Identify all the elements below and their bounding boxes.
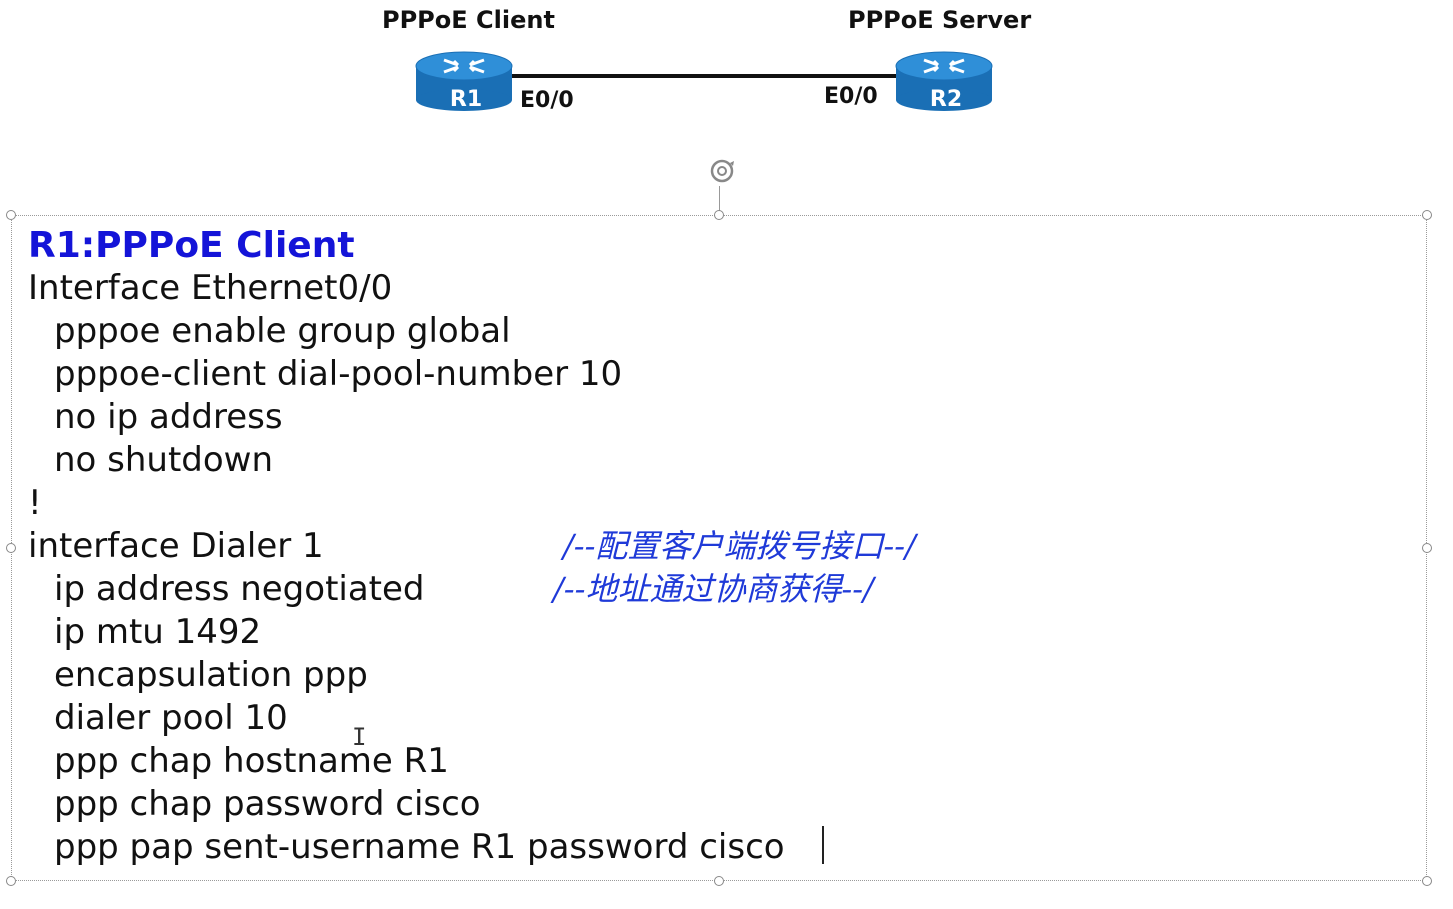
r2-port-label: E0/0 [824,84,878,109]
resize-handle-top-left[interactable] [6,210,16,220]
r1-port-label: E0/0 [520,88,574,113]
resize-handle-middle-right[interactable] [1422,543,1432,553]
config-line: pppoe-client dial-pool-number 10 [54,354,623,394]
resize-handle-middle-left[interactable] [6,543,16,553]
config-line: ! [28,483,42,523]
config-line: dialer pool 10 [54,698,288,738]
config-line-dialer: interface Dialer 1 /--配置客户端拨号接口--/ [28,525,1433,568]
config-line: no shutdown [54,440,274,480]
config-line: ppp pap sent-username R1 password cisco [54,827,785,867]
client-label: PPPoE Client [382,6,555,34]
config-line: Interface Ethernet0/0 [28,268,393,308]
text-cursor-icon: I [352,723,367,751]
server-label: PPPoE Server [848,6,1032,34]
resize-handle-bottom-left[interactable] [6,876,16,886]
config-line: pppoe enable group global [54,311,511,351]
router-r1-icon: R1 [414,48,514,112]
config-line: ppp chap password cisco [54,784,481,824]
config-line: no ip address [54,397,283,437]
config-line: ip mtu 1492 [54,612,262,652]
r1-name: R1 [450,87,482,112]
resize-handle-bottom-right[interactable] [1422,876,1432,886]
comment-negotiated: /--地址通过协商获得--/ [553,570,874,608]
r2-name: R2 [930,87,962,112]
resize-handle-bottom-center[interactable] [714,876,724,886]
config-line: interface Dialer 1 [28,526,324,566]
rotate-stem [719,186,720,214]
network-topology: PPPoE Client PPPoE Server R1 R2 E0/0 E0/… [0,0,1453,140]
config-title: R1:PPPoE Client [28,225,355,266]
router-r2-icon: R2 [894,48,994,112]
text-caret [822,826,824,864]
resize-handle-top-center[interactable] [714,210,724,220]
rotate-icon[interactable] [704,154,740,190]
config-line-negotiated: ip address negotiated /--地址通过协商获得--/ [28,568,1433,611]
config-line: encapsulation ppp [54,655,368,695]
config-text[interactable]: R1:PPPoE Client Interface Ethernet0/0 pp… [28,224,1433,869]
comment-dialer: /--配置客户端拨号接口--/ [563,527,916,565]
config-line: ppp chap hostname R1 [54,741,449,781]
config-line: ip address negotiated [54,569,425,609]
resize-handle-top-right[interactable] [1422,210,1432,220]
ethernet-link [505,74,905,78]
